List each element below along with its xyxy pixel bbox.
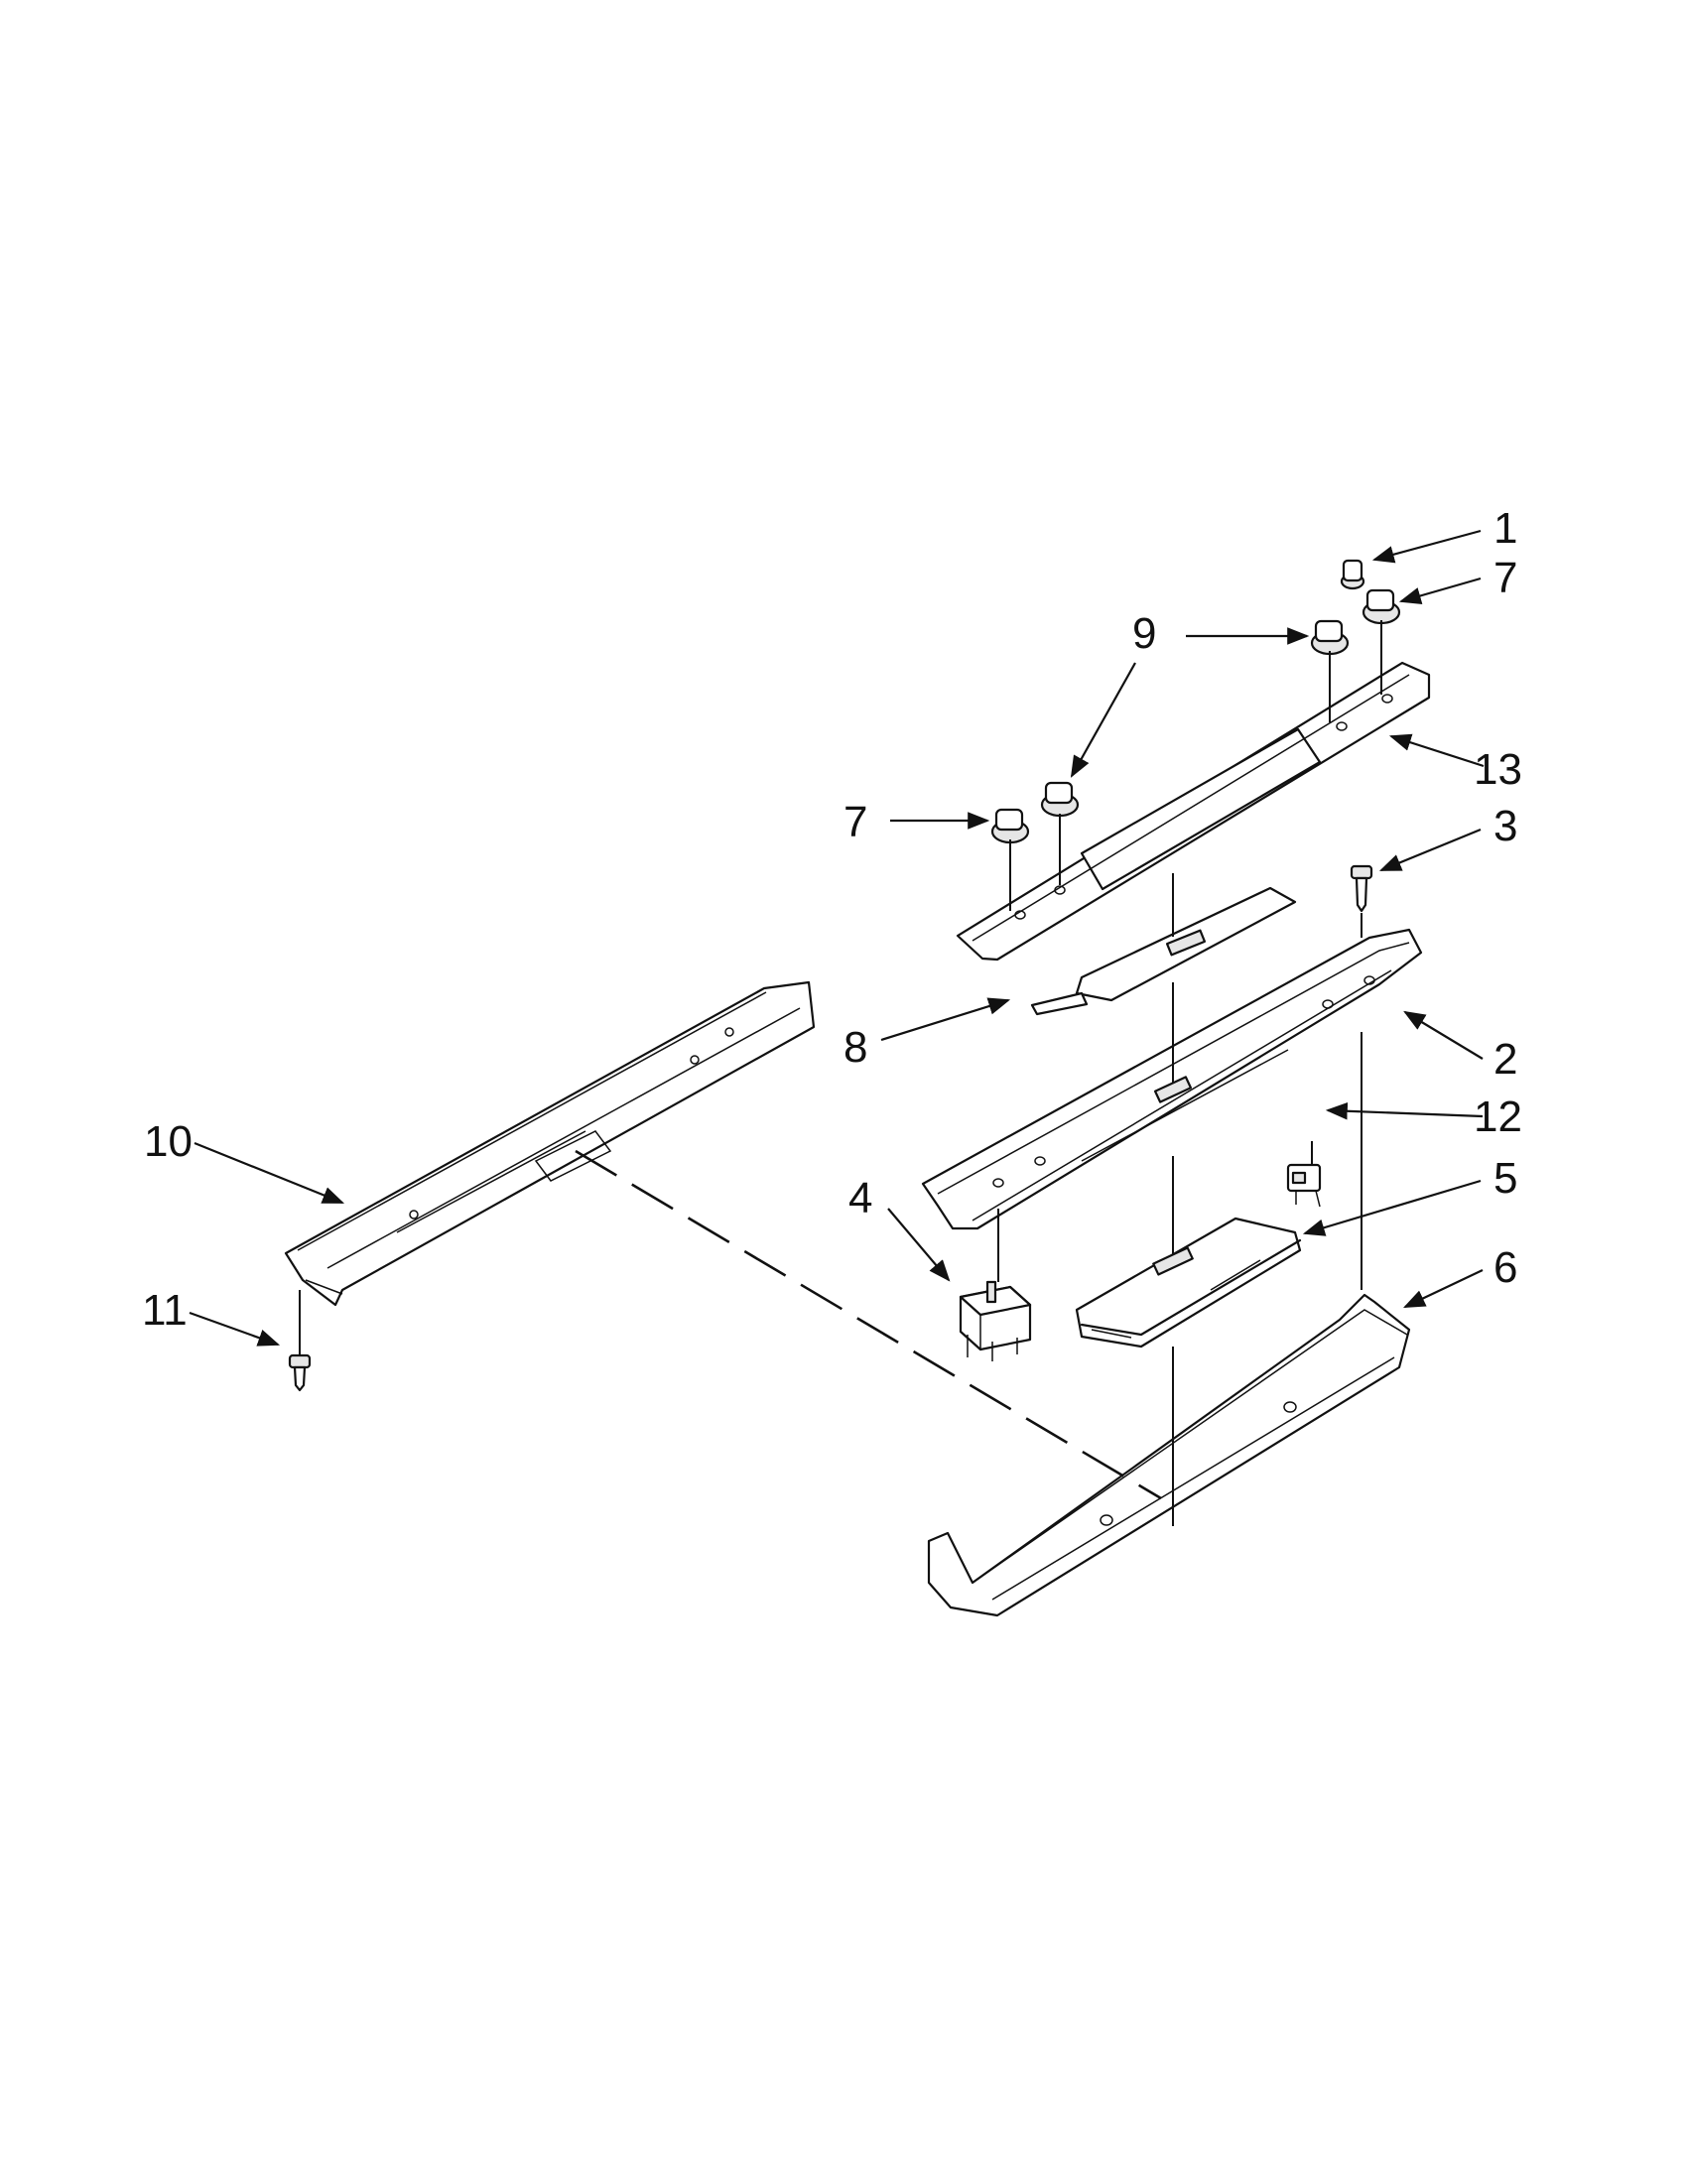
callout-4: 4 [848,1174,872,1222]
callout-8: 8 [844,1023,867,1072]
callout-leaders [189,529,1485,1347]
control-panel [956,661,1431,962]
clip-12 [1286,1163,1322,1208]
callout-7-top: 7 [1493,554,1517,602]
knob-right-9 [1310,619,1350,656]
control-board [1075,1217,1302,1349]
callout-6: 6 [1493,1243,1517,1292]
membrane-overlay [1030,886,1297,1016]
knob-left-7 [990,808,1030,844]
assembly-guides [299,620,1382,1526]
callout-9: 9 [1132,609,1156,658]
infinite-switch [959,1280,1032,1361]
callout-2: 2 [1493,1035,1517,1084]
callout-3: 3 [1493,802,1517,850]
console-trim [927,1293,1411,1617]
button-cap-1 [1340,559,1365,590]
callout-10: 10 [144,1117,193,1166]
callout-1: 1 [1493,504,1517,553]
callout-11: 11 [142,1286,188,1335]
screw-11 [288,1353,312,1392]
callout-12: 12 [1474,1092,1522,1141]
screw-3 [1350,864,1373,913]
callout-labels: 1 7 9 13 7 3 8 2 12 10 5 4 6 11 [142,504,1522,1335]
rail-bracket [284,980,816,1307]
callout-5: 5 [1493,1154,1517,1203]
callout-13: 13 [1474,745,1522,794]
callout-7-left: 7 [844,798,867,846]
knob-left-9 [1040,781,1080,818]
knob-right-7 [1362,588,1401,625]
